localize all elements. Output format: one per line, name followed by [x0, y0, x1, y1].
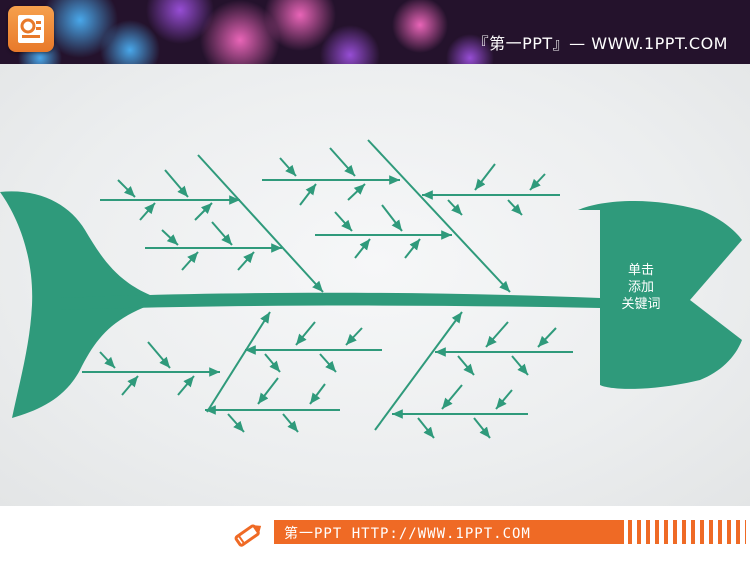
pencil-icon [234, 524, 262, 547]
bone-lower-2 [374, 311, 463, 431]
footer-banner[interactable]: 第一PPT HTTP://WWW.1PPT.COM [274, 520, 624, 544]
powerpoint-icon [8, 6, 54, 52]
head-label-line-1: 单击 [627, 263, 654, 278]
bone-upper-2 [367, 139, 511, 293]
site-title: 『第一PPT』— WWW.1PPT.COM [472, 34, 728, 53]
head-label-line-3: 关键词 [621, 297, 661, 312]
footer-link-text: 第一PPT HTTP://WWW.1PPT.COM [284, 526, 531, 542]
head-label-line-2: 添加 [627, 280, 654, 295]
bone-upper-1 [197, 154, 324, 293]
fishbone-diagram [0, 139, 742, 439]
head-keyword-label[interactable]: 单击 添加 关键词 [606, 262, 676, 313]
bokeh-background [0, 0, 750, 64]
bone-lower-1 [206, 311, 271, 413]
fish-spine [60, 292, 600, 310]
header-banner: 『第一PPT』— WWW.1PPT.COM [0, 0, 750, 64]
fish-head [578, 200, 742, 389]
footer-stripes [628, 520, 746, 544]
